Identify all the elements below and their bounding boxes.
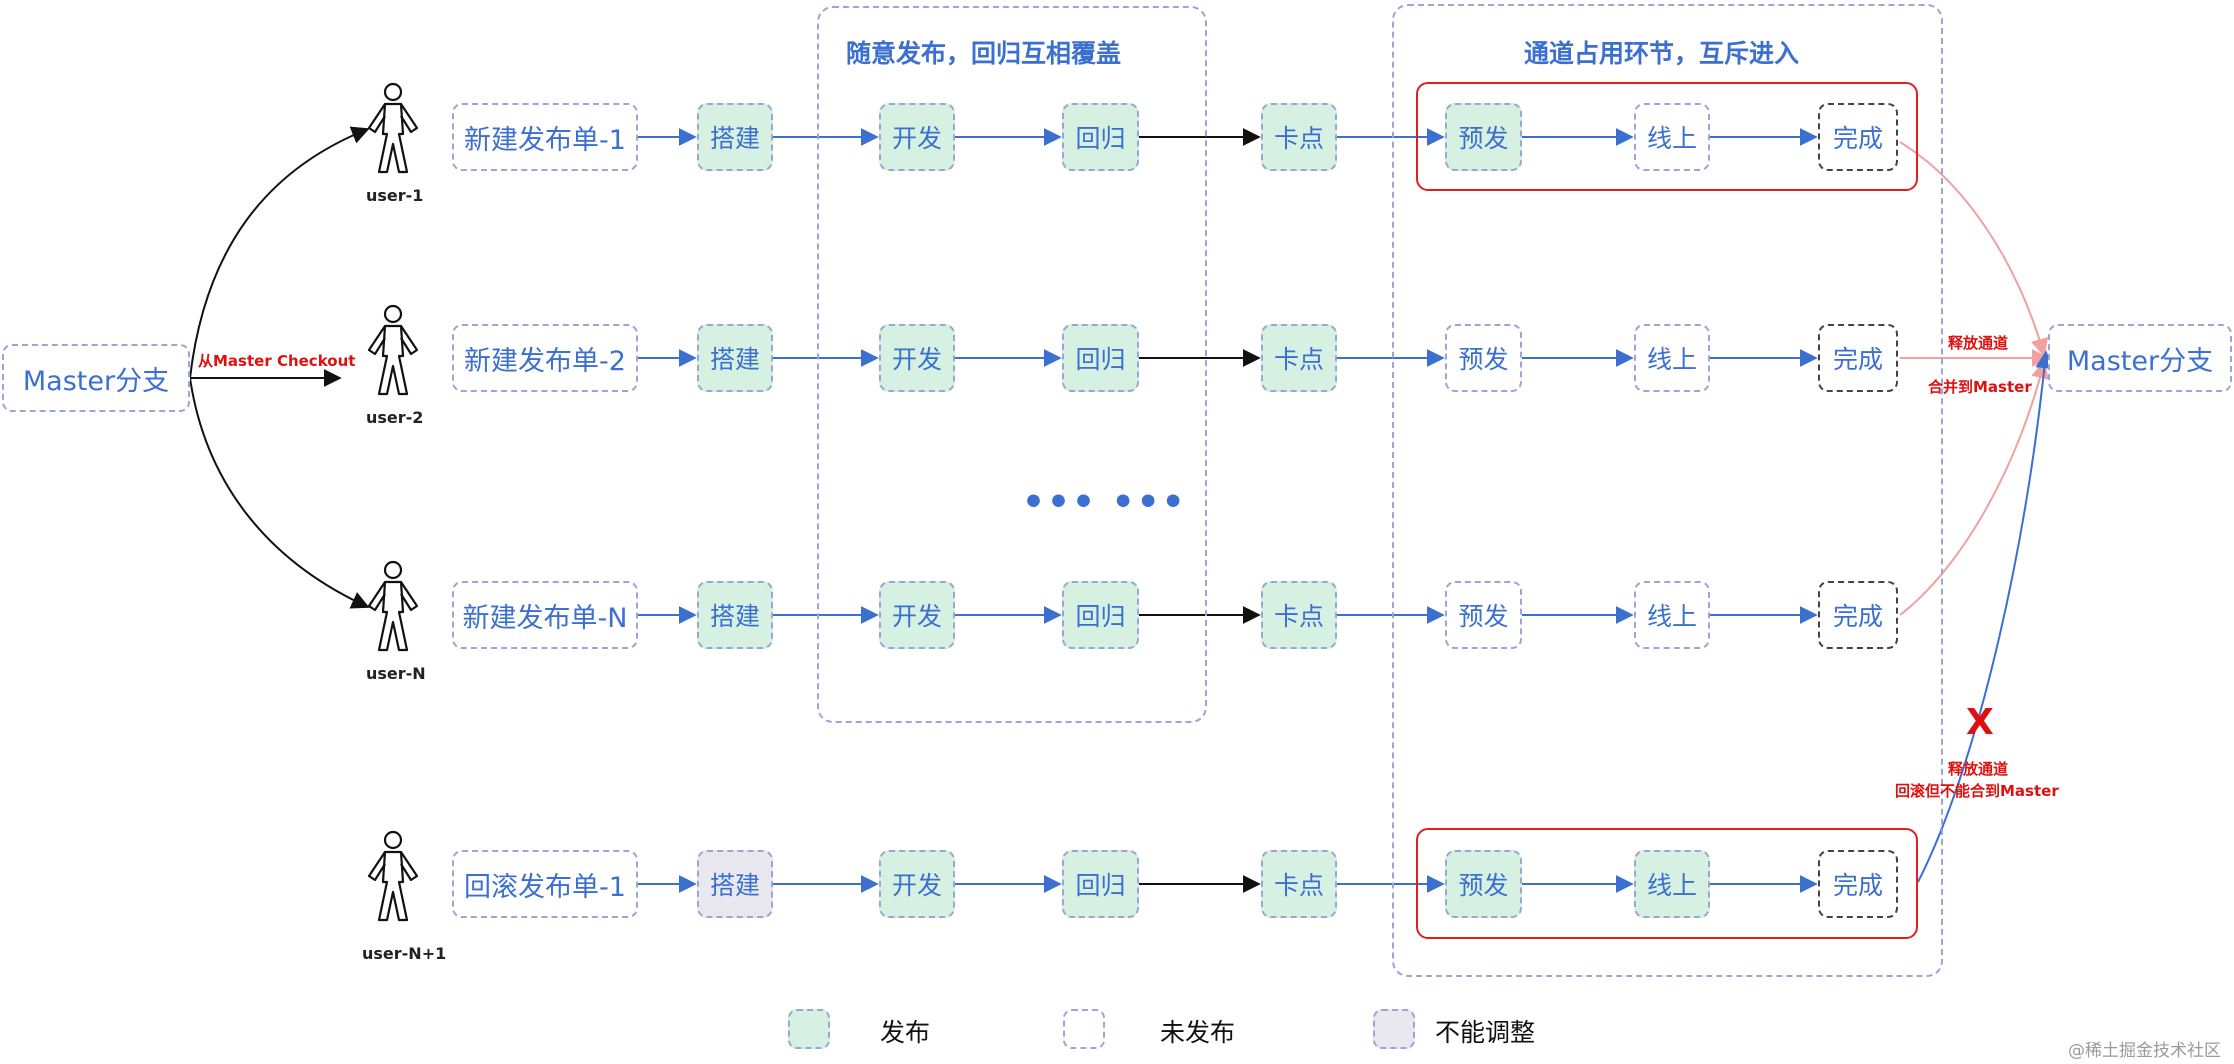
stage-check[interactable]: 卡点	[1261, 850, 1337, 918]
master-branch-left[interactable]: Master分支	[2, 344, 190, 412]
user-label: user-N+1	[362, 944, 447, 963]
arrow-doneN-master	[1899, 360, 2049, 616]
user-label: user-N	[366, 664, 426, 683]
stage-build[interactable]: 搭建	[697, 324, 773, 392]
release-channel-label: 释放通道	[1948, 334, 2009, 352]
task-new-release-2[interactable]: 新建发布单-2	[452, 324, 638, 392]
release-channel-label-2: 释放通道	[1948, 760, 2009, 778]
stage-pre[interactable]: 预发	[1445, 850, 1522, 918]
stage-online[interactable]: 线上	[1634, 103, 1710, 171]
stage-done[interactable]: 完成	[1818, 324, 1898, 392]
legend-label-fixed: 不能调整	[1435, 1018, 1536, 1047]
stage-dev[interactable]: 开发	[879, 324, 955, 392]
row-arrows	[638, 128, 1818, 893]
watermark: @稀土掘金技术社区	[2068, 1041, 2221, 1061]
arrow-master-userN	[189, 377, 370, 609]
channel-group	[1392, 4, 1943, 977]
stage-online[interactable]: 线上	[1634, 581, 1710, 649]
person-icon	[367, 830, 419, 922]
stage-done[interactable]: 完成	[1818, 581, 1898, 649]
legend-swatch-published	[788, 1009, 830, 1049]
ellipsis: ••• •••	[1022, 482, 1187, 523]
stage-online[interactable]: 线上	[1634, 324, 1710, 392]
stage-done[interactable]: 完成	[1818, 850, 1898, 918]
stage-pre[interactable]: 预发	[1445, 103, 1522, 171]
random-release-group	[817, 6, 1207, 723]
channel-occupied-box-rollback	[1416, 828, 1918, 939]
stage-regress[interactable]: 回归	[1062, 324, 1139, 392]
stage-regress[interactable]: 回归	[1062, 581, 1139, 649]
person-icon	[367, 304, 419, 396]
stage-dev[interactable]: 开发	[879, 850, 955, 918]
merge-to-master-label: 合并到Master	[1928, 378, 2032, 396]
stage-done[interactable]: 完成	[1818, 103, 1898, 171]
legend-label-unpublished: 未发布	[1160, 1018, 1236, 1047]
rollback-no-merge-label: 回滚但不能合到Master	[1895, 782, 2059, 800]
legend-swatch-unpublished	[1063, 1009, 1105, 1049]
stage-check[interactable]: 卡点	[1261, 581, 1337, 649]
stage-build[interactable]: 搭建	[697, 581, 773, 649]
stage-dev[interactable]: 开发	[879, 103, 955, 171]
legend-swatch-fixed	[1373, 1009, 1415, 1049]
stage-check[interactable]: 卡点	[1261, 103, 1337, 171]
blocked-x-mark: X	[1966, 702, 1994, 743]
stage-build[interactable]: 搭建	[697, 850, 773, 918]
stage-online[interactable]: 线上	[1634, 850, 1710, 918]
stage-regress[interactable]: 回归	[1062, 103, 1139, 171]
channel-title: 通道占用环节，互斥进入	[1524, 39, 1800, 68]
master-branch-right[interactable]: Master分支	[2048, 324, 2232, 392]
person-icon	[367, 82, 419, 174]
stage-check[interactable]: 卡点	[1261, 324, 1337, 392]
stage-build[interactable]: 搭建	[697, 103, 773, 171]
stage-pre[interactable]: 预发	[1445, 581, 1522, 649]
task-new-release-N[interactable]: 新建发布单-N	[452, 581, 638, 649]
channel-occupied-box-1	[1416, 82, 1918, 191]
legend-label-published: 发布	[880, 1018, 931, 1047]
user-label: user-2	[366, 408, 424, 427]
task-new-release-1[interactable]: 新建发布单-1	[452, 103, 638, 171]
stage-dev[interactable]: 开发	[879, 581, 955, 649]
stage-pre[interactable]: 预发	[1445, 324, 1522, 392]
person-icon	[367, 560, 419, 652]
task-rollback-release-1[interactable]: 回滚发布单-1	[452, 850, 638, 918]
stage-regress[interactable]: 回归	[1062, 850, 1139, 918]
random-release-title: 随意发布，回归互相覆盖	[846, 39, 1122, 68]
user-label: user-1	[366, 186, 424, 205]
arrow-master-user1	[189, 126, 370, 379]
arrow-done1-master	[1899, 141, 2049, 357]
checkout-label: 从Master Checkout	[198, 352, 356, 370]
